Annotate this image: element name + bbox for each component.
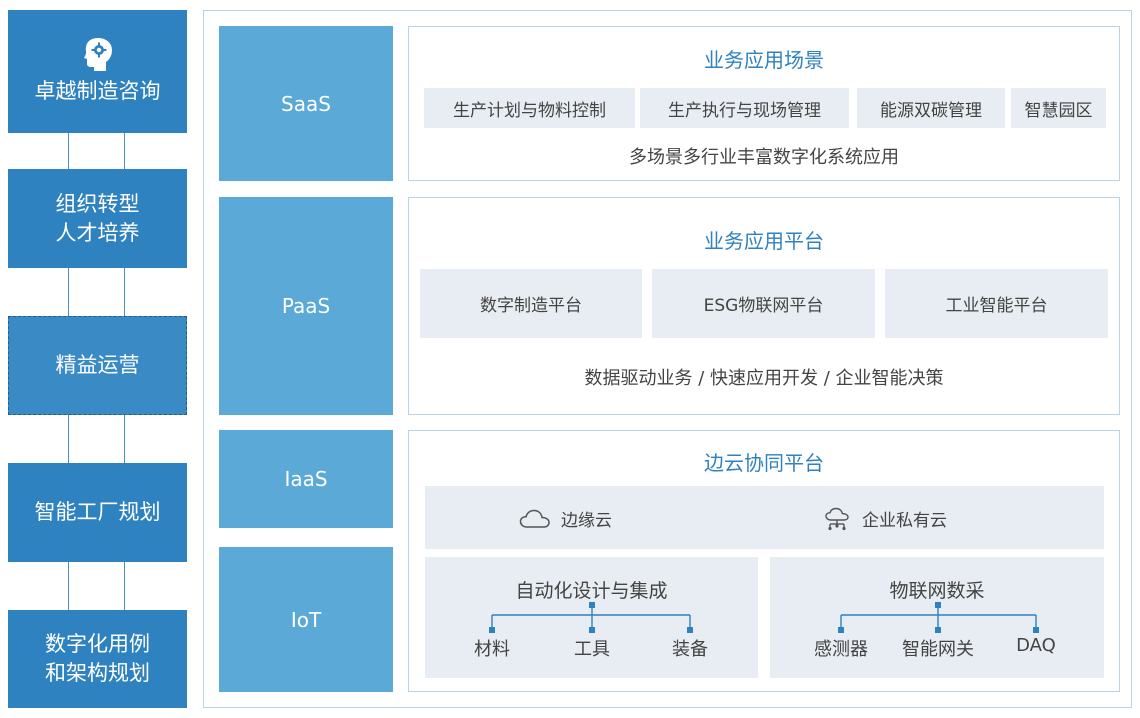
- saas-item: 能源双碳管理: [857, 88, 1005, 128]
- connector-line: [68, 133, 69, 169]
- edge-cloud-panel: 边云协同平台 边缘云 企业私有云 自动化设计与集成: [408, 430, 1120, 692]
- iot-tree-lines: [838, 602, 1039, 633]
- private-cloud-item: 企业私有云: [824, 506, 947, 531]
- iot-child: 智能网关: [902, 639, 974, 660]
- iot-collection-title: 物联网数采: [889, 580, 985, 602]
- connector-line: [68, 268, 69, 316]
- layer-saas: SaaS: [219, 26, 393, 181]
- edge-cloud-label: 边缘云: [561, 511, 612, 531]
- paas-item: 数字制造平台: [420, 269, 642, 338]
- cloud-icon: [519, 509, 550, 528]
- paas-item: 工业智能平台: [885, 269, 1108, 338]
- consulting-box: 卓越制造咨询: [8, 10, 187, 133]
- automation-tree-lines: [489, 602, 693, 633]
- edge-panel-title: 边云协同平台: [704, 451, 824, 475]
- saas-panel-title: 业务应用场景: [704, 48, 824, 72]
- saas-item: 生产计划与物料控制: [424, 88, 635, 128]
- digital-architecture-box: 数字化用例 和架构规划: [8, 610, 187, 708]
- saas-description: 多场景多行业丰富数字化系统应用: [629, 147, 899, 168]
- org-talent-box: 组织转型 人才培养: [8, 169, 187, 268]
- factory-planning-box: 智能工厂规划: [8, 463, 187, 562]
- automation-child: 材料: [474, 639, 510, 660]
- automation-child: 工具: [574, 639, 610, 660]
- saas-item: 生产执行与现场管理: [640, 88, 849, 128]
- lean-operations-box: 精益运营: [8, 316, 187, 415]
- automation-child: 装备: [672, 639, 708, 660]
- connector-line: [68, 415, 69, 463]
- layer-iaas: IaaS: [219, 430, 393, 528]
- head-gear-icon: [83, 38, 112, 71]
- edge-cloud-item: 边缘云: [519, 506, 612, 531]
- paas-panel: 业务应用平台 数字制造平台 ESG物联网平台 工业智能平台 数据驱动业务 / 快…: [408, 197, 1120, 415]
- connector-line: [124, 562, 125, 610]
- digital-label-line1: 数字化用例: [45, 632, 150, 656]
- architecture-frame: [203, 10, 1132, 708]
- connector-line: [124, 268, 125, 316]
- digital-label-line2: 和架构规划: [45, 661, 150, 685]
- layer-iot: IoT: [219, 547, 393, 692]
- paas-item: ESG物联网平台: [652, 269, 875, 338]
- network-cloud-icon: [825, 507, 849, 530]
- automation-panel: 自动化设计与集成 材料 工具 装备: [425, 557, 758, 678]
- factory-label: 智能工厂规划: [34, 500, 161, 524]
- consulting-label: 卓越制造咨询: [34, 79, 161, 103]
- connector-line: [124, 133, 125, 169]
- org-label-line1: 组织转型: [55, 191, 140, 216]
- saas-panel: 业务应用场景 生产计划与物料控制 生产执行与现场管理 能源双碳管理 智慧园区 多…: [408, 26, 1120, 181]
- cloud-row: 边缘云 企业私有云: [425, 486, 1104, 549]
- iot-child: 感测器: [814, 639, 868, 660]
- layer-paas: PaaS: [219, 197, 393, 415]
- iot-collection-panel: 物联网数采 感测器 智能网关 DAQ: [770, 557, 1104, 678]
- automation-title: 自动化设计与集成: [515, 580, 668, 602]
- paas-description: 数据驱动业务 / 快速应用开发 / 企业智能决策: [584, 368, 944, 389]
- private-cloud-label: 企业私有云: [862, 511, 947, 531]
- lean-label: 精益运营: [55, 353, 140, 377]
- org-label-line2: 人才培养: [55, 220, 140, 245]
- paas-panel-title: 业务应用平台: [704, 229, 824, 253]
- iot-child: DAQ: [1016, 635, 1056, 656]
- saas-item: 智慧园区: [1011, 88, 1106, 128]
- connector-line: [124, 415, 125, 463]
- connector-line: [68, 562, 69, 610]
